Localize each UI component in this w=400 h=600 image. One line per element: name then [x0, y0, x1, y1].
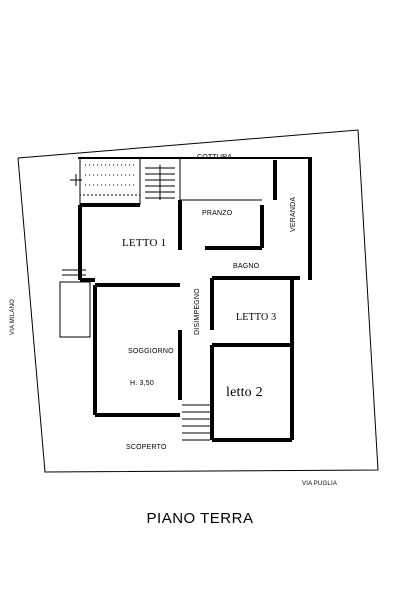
label-height: H. 3,50 — [130, 380, 154, 387]
label-letto3: LETTO 3 — [236, 312, 277, 323]
plan-title: PIANO TERRA — [146, 510, 254, 527]
lot-boundary — [17, 129, 379, 473]
stairs-bottom — [182, 404, 210, 441]
street-bottom: VIA PUGLIA — [302, 481, 338, 487]
stairs-top — [145, 165, 175, 200]
street-left: VIA MILANO — [10, 298, 16, 335]
label-letto1: LETTO 1 — [122, 237, 167, 249]
label-veranda: VERANDA — [290, 196, 297, 232]
label-bagno: BAGNO — [233, 263, 260, 270]
label-pranzo: PRANZO — [202, 210, 233, 217]
bay-window — [59, 281, 91, 338]
courtyard-outline — [79, 158, 140, 196]
label-disimpegno: DISIMPEGNO — [194, 288, 201, 335]
label-soggiorno: SOGGIORNO — [128, 348, 174, 355]
label-cottura: COTTURA — [197, 154, 233, 161]
label-scoperto: SCOPERTO — [126, 444, 167, 451]
label-letto2: letto 2 — [226, 385, 263, 400]
